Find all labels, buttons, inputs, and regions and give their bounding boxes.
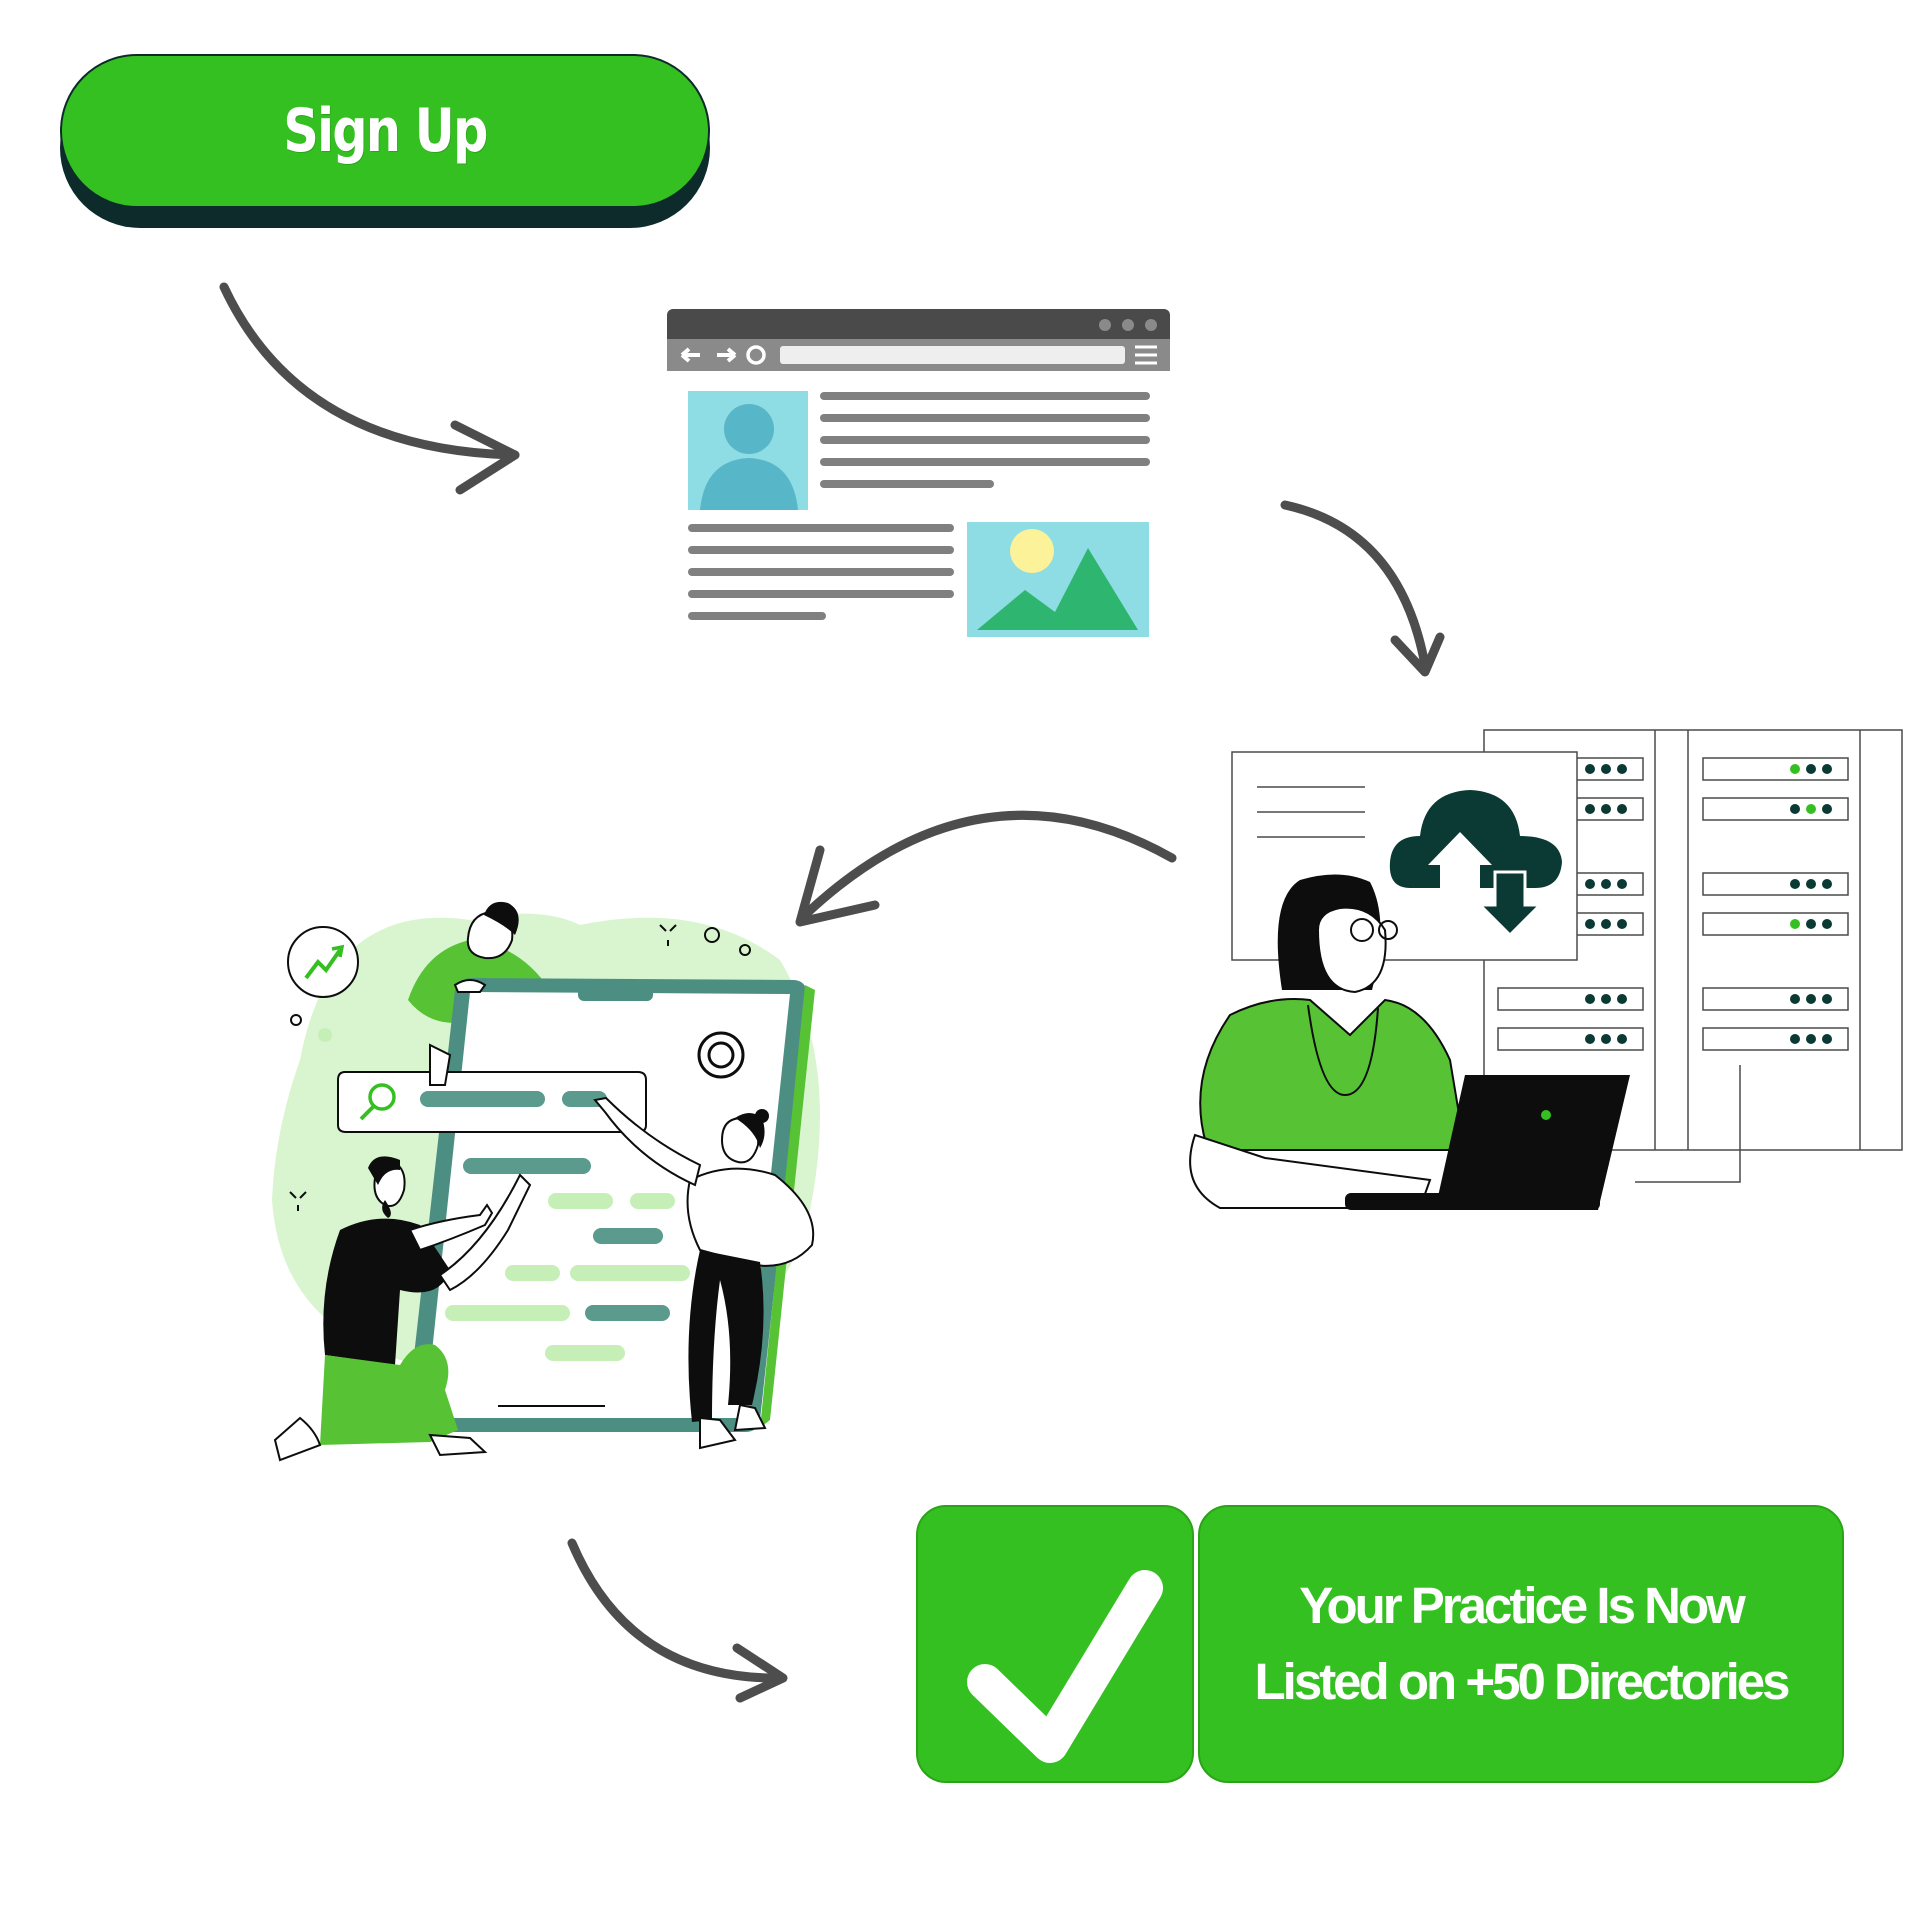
cloud-server-illustration (1189, 729, 1903, 1210)
signup-button[interactable]: Sign Up (60, 54, 710, 208)
result-card: Your Practice Is Now Listed on +50 Direc… (1198, 1505, 1844, 1783)
arrow-4 (567, 1538, 788, 1703)
website-profile-icon (667, 309, 1170, 637)
result-line-2: Listed on +50 Directories (1254, 1653, 1791, 1710)
directory-search-illustration (272, 901, 820, 1462)
arrow-2 (1280, 500, 1445, 677)
arrow-1 (219, 282, 520, 495)
result-line-1: Your Practice Is Now (1299, 1577, 1746, 1634)
checkmark-card (916, 1505, 1194, 1783)
signup-button-label: Sign Up (283, 96, 488, 166)
arrow-3 (795, 810, 1177, 927)
